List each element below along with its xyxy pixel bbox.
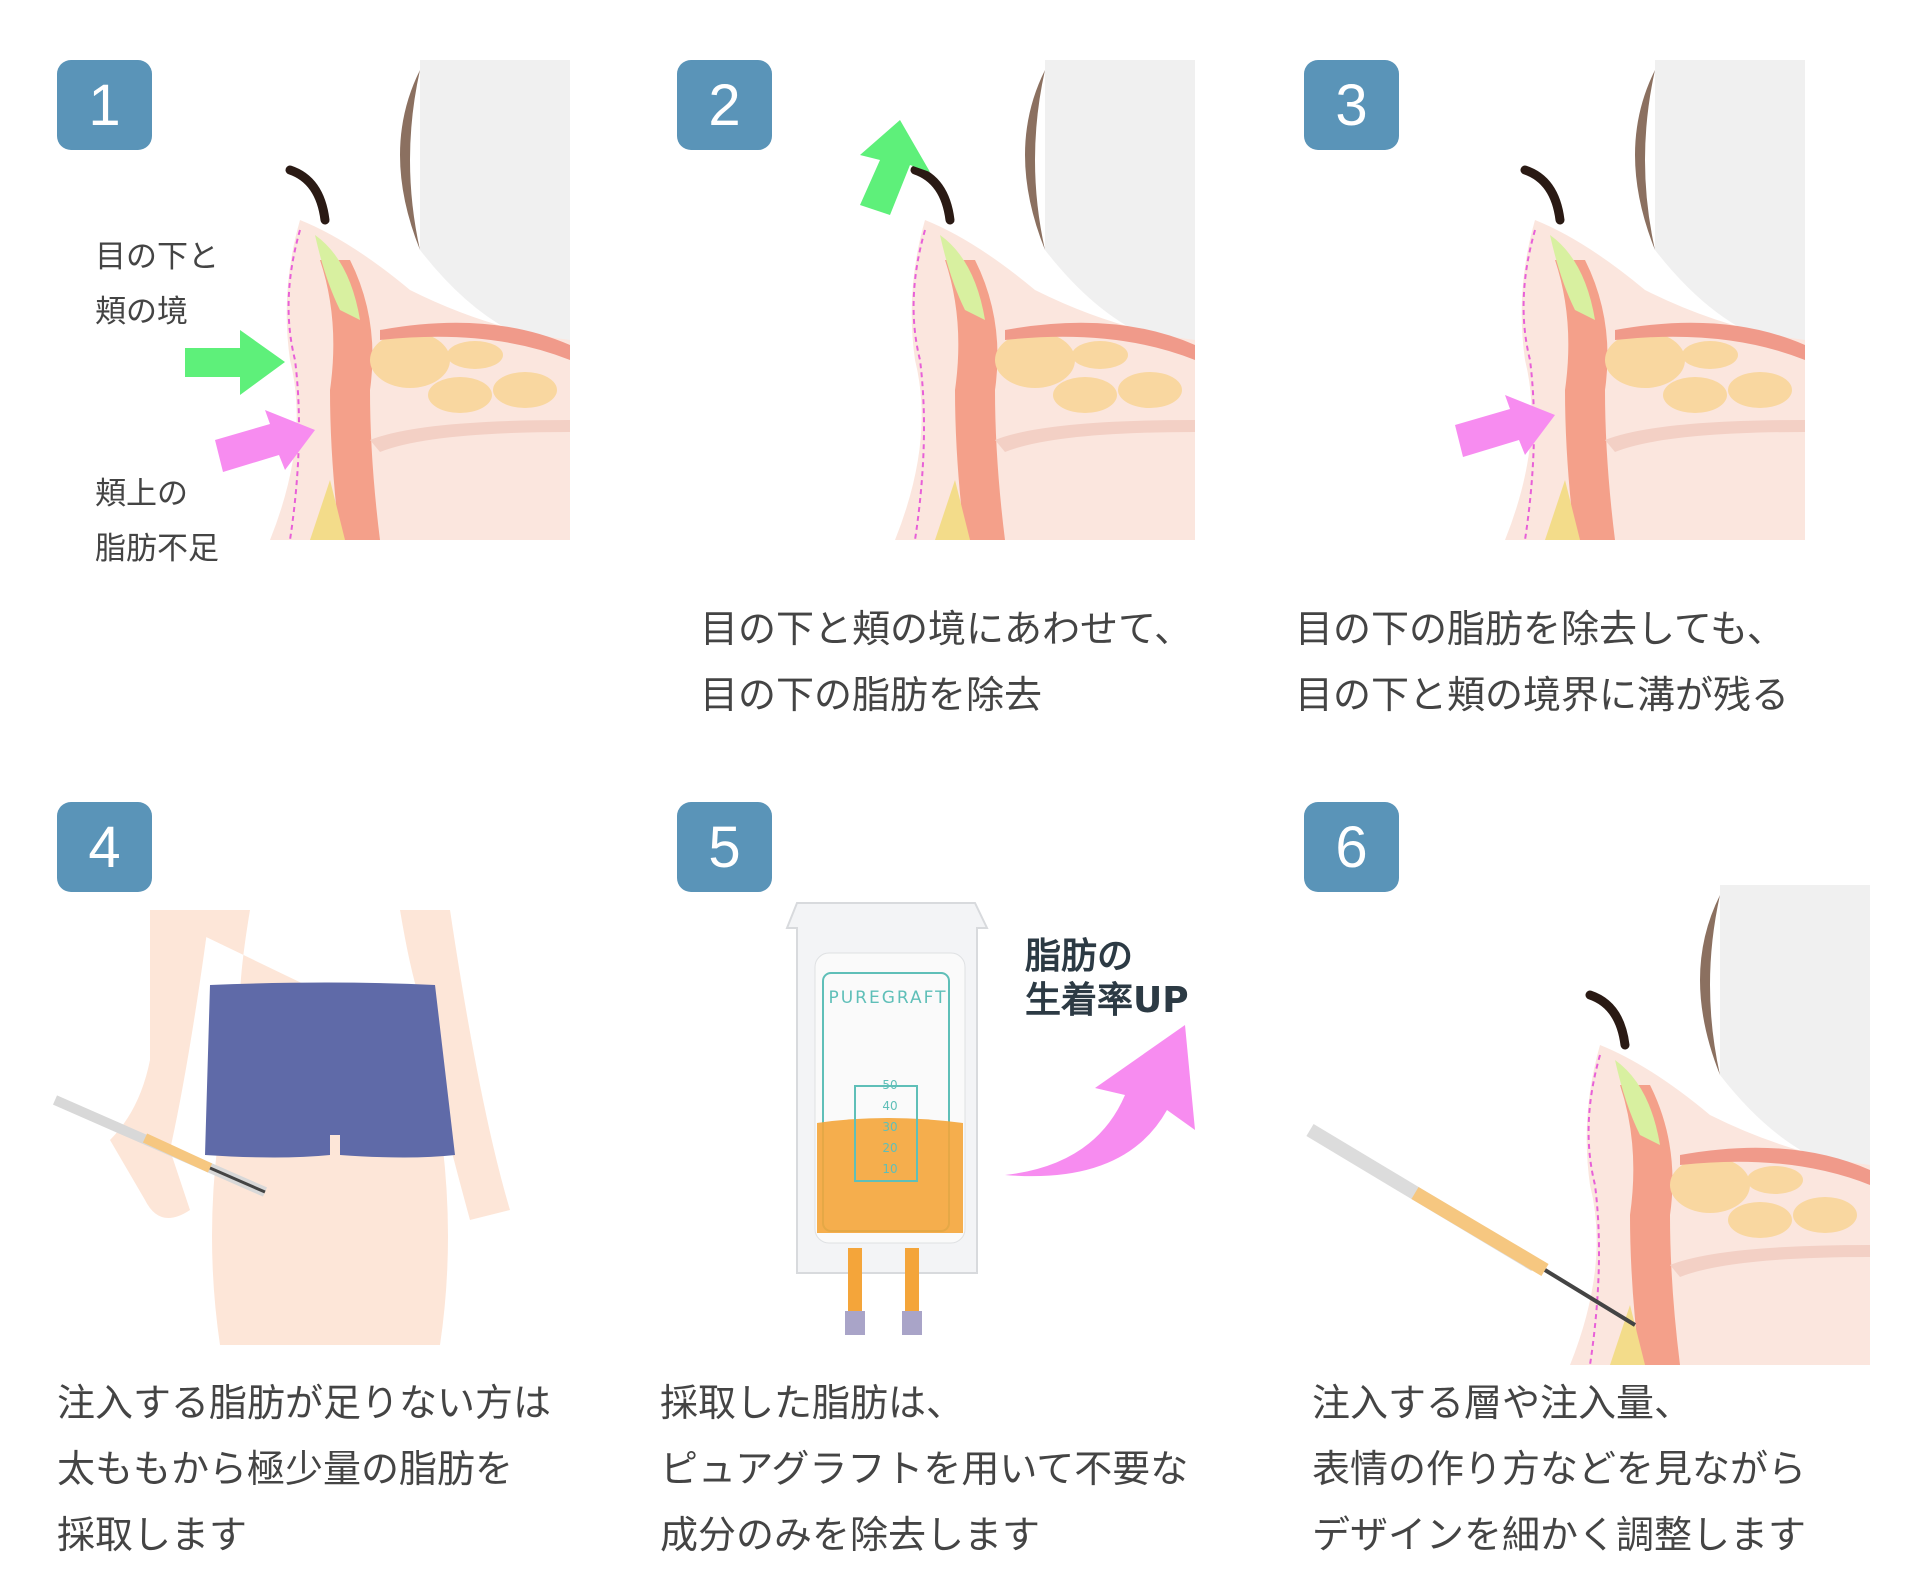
thigh-fat-harvest-illustration xyxy=(52,910,510,1345)
caption-line: 目の下の脂肪を除去しても、 xyxy=(1295,607,1785,651)
caption-line: 注入する層や注入量、 xyxy=(1312,1381,1693,1425)
step-badge-2: 2 xyxy=(677,60,772,150)
step-6-caption: 注入する層や注入量、 表情の作り方などを見ながら デザインを細かく調整します xyxy=(1312,1370,1806,1568)
green-arrow-icon xyxy=(185,330,285,395)
pink-curved-arrow-icon xyxy=(1005,1025,1195,1177)
label-line: 脂肪不足 xyxy=(95,531,219,567)
callout-line: 生着率UP xyxy=(1025,980,1189,1021)
pink-arrow-icon xyxy=(1455,395,1555,457)
scale-mark: 40 xyxy=(882,1099,898,1113)
scale-mark: 20 xyxy=(882,1141,898,1155)
groove-remains-illustration xyxy=(1505,60,1805,540)
caption-line: 太ももから極少量の脂肪を xyxy=(57,1447,514,1491)
green-arrow-up-icon xyxy=(860,120,930,215)
bag-scale: 50 40 30 20 10 xyxy=(875,1075,905,1180)
step-badge-6: 6 xyxy=(1304,802,1399,892)
caption-line: 成分のみを除去します xyxy=(660,1513,1041,1557)
caption-line: デザインを細かく調整します xyxy=(1312,1513,1807,1557)
caption-line: 注入する脂肪が足りない方は xyxy=(57,1381,552,1425)
caption-line: 目の下と頬の境にあわせて、 xyxy=(700,607,1193,651)
puregraft-bag-illustration xyxy=(785,902,989,1335)
caption-line: 採取します xyxy=(57,1513,248,1557)
fat-removal-illustration xyxy=(895,60,1195,540)
callout-line: 脂肪の xyxy=(1025,936,1134,977)
step-badge-4: 4 xyxy=(57,802,152,892)
syringe-icon xyxy=(52,1095,268,1197)
puregraft-brand-text: PUREGRAFT xyxy=(828,988,948,1008)
step-3-caption: 目の下の脂肪を除去しても、 目の下と頬の境界に溝が残る xyxy=(1295,596,1789,728)
step-badge-1: 1 xyxy=(57,60,152,150)
under-eye-anatomy-illustration xyxy=(270,60,570,540)
step-badge-3: 3 xyxy=(1304,60,1399,150)
label-line: 目の下と xyxy=(95,239,219,275)
caption-line: ピュアグラフトを用いて不要な xyxy=(660,1447,1189,1491)
caption-line: 目の下の脂肪を除去 xyxy=(700,673,1043,717)
caption-line: 表情の作り方などを見ながら xyxy=(1312,1447,1807,1491)
scale-mark: 50 xyxy=(882,1078,898,1092)
step-5-caption: 採取した脂肪は、 ピュアグラフトを用いて不要な 成分のみを除去します xyxy=(660,1370,1188,1568)
pink-arrow-icon xyxy=(215,410,315,472)
syringe-icon xyxy=(1306,1123,1637,1327)
caption-line: 目の下と頬の境界に溝が残る xyxy=(1295,673,1790,717)
step-4-caption: 注入する脂肪が足りない方は 太ももから極少量の脂肪を 採取します xyxy=(57,1370,551,1568)
label-line: 頬上の xyxy=(95,476,188,512)
engraftment-rate-up-callout: 脂肪の 生着率UP xyxy=(1025,935,1189,1023)
eye-cheek-border-label: 目の下と 頬の境 xyxy=(95,230,219,340)
step-badge-5: 5 xyxy=(677,802,772,892)
scale-mark: 10 xyxy=(882,1162,898,1176)
label-line: 頬の境 xyxy=(95,294,188,330)
caption-line: 採取した脂肪は、 xyxy=(660,1381,965,1425)
cheek-fat-deficit-label: 頬上の 脂肪不足 xyxy=(95,467,219,577)
scale-mark: 30 xyxy=(882,1120,898,1134)
step-2-caption: 目の下と頬の境にあわせて、 目の下の脂肪を除去 xyxy=(700,596,1192,728)
